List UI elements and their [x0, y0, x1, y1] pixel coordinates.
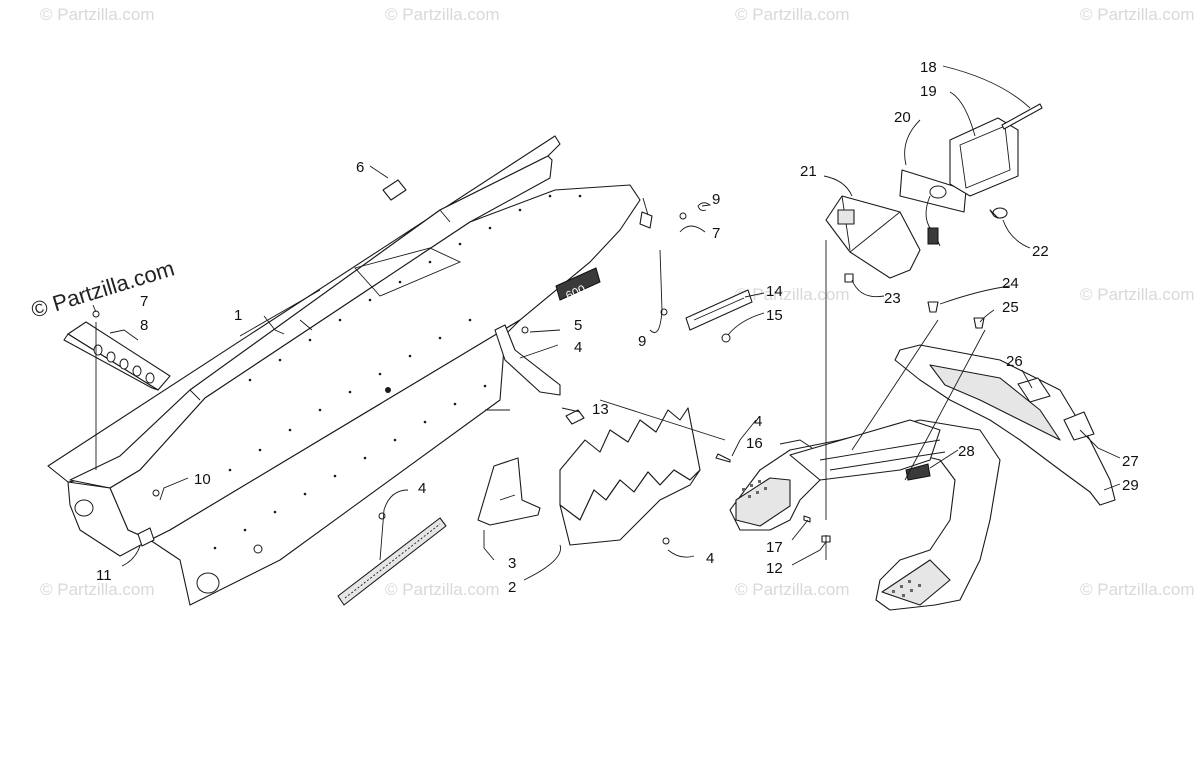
callout-4b: 4 — [418, 480, 426, 497]
callout-21: 21 — [800, 163, 817, 180]
watermark-text: © Partzilla.com — [735, 5, 850, 24]
watermark-text: © Partzilla.com — [735, 285, 850, 304]
snow-flap-part — [559, 407, 701, 546]
callout-14: 14 — [766, 283, 783, 300]
watermark-text: © Partzilla.com — [40, 580, 155, 599]
callout-22: 22 — [1032, 243, 1049, 260]
brand-watermark: © Partzilla.com — [28, 256, 177, 323]
watermark-text: © Partzilla.com — [40, 5, 155, 24]
leader-lines — [92, 65, 1121, 581]
fasteners — [92, 211, 985, 545]
callout-15: 15 — [766, 307, 783, 324]
callout-12: 12 — [766, 560, 783, 577]
callout-4d: 4 — [754, 413, 762, 430]
wear-strip-part — [337, 517, 447, 606]
callout-17: 17 — [766, 539, 783, 556]
callout-23: 23 — [884, 290, 901, 307]
bracket-part — [477, 457, 541, 526]
callout-29: 29 — [1122, 477, 1139, 494]
clip-part — [137, 527, 155, 547]
callout-18: 18 — [920, 59, 937, 76]
callout-4a: 4 — [574, 339, 582, 356]
callout-8: 8 — [140, 317, 148, 334]
callout-9a: 9 — [712, 191, 720, 208]
callout-13: 13 — [592, 401, 609, 418]
heat-shield-part — [63, 321, 171, 391]
watermark-text: © Partzilla.com — [1080, 580, 1195, 599]
callout-24: 24 — [1002, 275, 1019, 292]
taillight-lens-part — [949, 117, 1019, 197]
tunnel-part: 600 — [47, 135, 641, 606]
rear-flap-part — [894, 344, 1116, 506]
callout-19: 19 — [920, 83, 937, 100]
decal-26-part — [1017, 377, 1051, 403]
rear-bumper-part — [729, 419, 1001, 611]
callout-26: 26 — [1006, 353, 1023, 370]
watermark-text: © Partzilla.com — [1080, 285, 1195, 304]
watermark-text: © Partzilla.com — [735, 580, 850, 599]
callout-3: 3 — [508, 555, 516, 572]
decal-6-part — [382, 179, 407, 201]
callout-11: 11 — [96, 567, 112, 584]
callout-5: 5 — [574, 317, 582, 334]
callout-1: 1 — [234, 307, 242, 324]
bolt-18-part — [1001, 103, 1043, 130]
callout-7b: 7 — [712, 225, 720, 242]
callout-6: 6 — [356, 159, 364, 176]
reflector-part — [685, 289, 753, 331]
callout-28: 28 — [958, 443, 975, 460]
callout-7a: 7 — [140, 293, 148, 310]
callout-labels: 1 2 3 4 4 4 4 5 6 7 7 8 9 9 10 11 12 13 … — [96, 59, 1139, 596]
watermarks: © Partzilla.com © Partzilla.com © Partzi… — [40, 5, 1195, 599]
screw-15-part — [721, 333, 731, 343]
callout-10: 10 — [194, 471, 211, 488]
decal-27-part — [1063, 411, 1095, 441]
callout-20: 20 — [894, 109, 911, 126]
callout-25: 25 — [1002, 299, 1019, 316]
callout-9b: 9 — [638, 333, 646, 350]
decal-13-part — [565, 409, 585, 425]
watermark-text: © Partzilla.com — [385, 5, 500, 24]
taillight-bracket-part — [899, 169, 967, 247]
bulb-22-part — [989, 207, 1008, 219]
callout-16: 16 — [746, 435, 763, 452]
callout-4c: 4 — [706, 550, 714, 567]
callout-2: 2 — [508, 579, 516, 596]
watermark-text: © Partzilla.com — [1080, 5, 1195, 24]
decal-28-part — [905, 463, 931, 481]
taillight-housing-part — [825, 195, 921, 279]
watermark-text: © Partzilla.com — [385, 580, 500, 599]
callout-27: 27 — [1122, 453, 1139, 470]
